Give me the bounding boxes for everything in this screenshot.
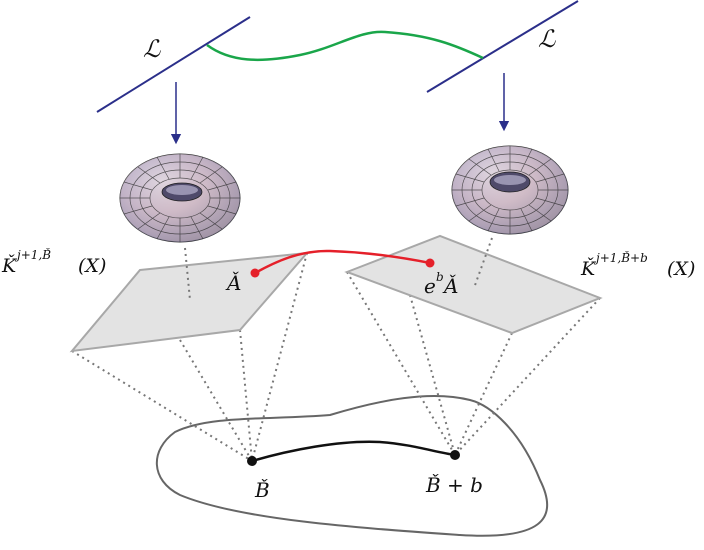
line-L-right [426,0,579,93]
label-plane-right: Ǩ j+1,B̌+b (X) [580,250,695,280]
label-plane-right-argument: (X) [667,258,695,280]
base-point-left [247,456,257,466]
base-point-right [450,450,460,460]
label-line-left: ℒ [143,35,161,63]
label-line-right: ℒ [538,25,556,53]
section-path [254,249,431,275]
label-plane-left-superscript: j+1,B̌ [14,247,51,262]
label-point-left: Ǎ [225,271,241,295]
label-base-right: B̌ + b [425,473,483,497]
torus-left [119,153,241,243]
label-point-right: e b Ǎ [424,270,458,298]
label-plane-right-superscript: j+1,B̌+b [593,250,648,265]
label-point-right-symbol: Ǎ [442,274,458,298]
connection-curve [206,30,484,62]
projection-lines [71,252,601,462]
label-point-right-sup: b [436,270,444,284]
label-plane-left: Ǩ j+1,B̌ (X) [1,247,106,277]
fiber-plane-right [344,234,603,335]
label-plane-left-symbol: Ǩ [1,254,18,277]
torus-right [451,145,569,235]
section-point-right [425,258,435,268]
line-L-left [96,16,251,113]
label-plane-left-argument: (X) [78,255,106,277]
label-plane-right-symbol: Ǩ [580,257,597,280]
fiber-plane-left [69,251,310,353]
label-base-left: B̌ [254,478,270,502]
base-path [251,440,456,463]
label-point-right-coef: e [424,274,436,298]
base-region-boundary [155,395,549,537]
section-point-left [250,268,260,278]
torus-fiber-lines [184,237,493,301]
